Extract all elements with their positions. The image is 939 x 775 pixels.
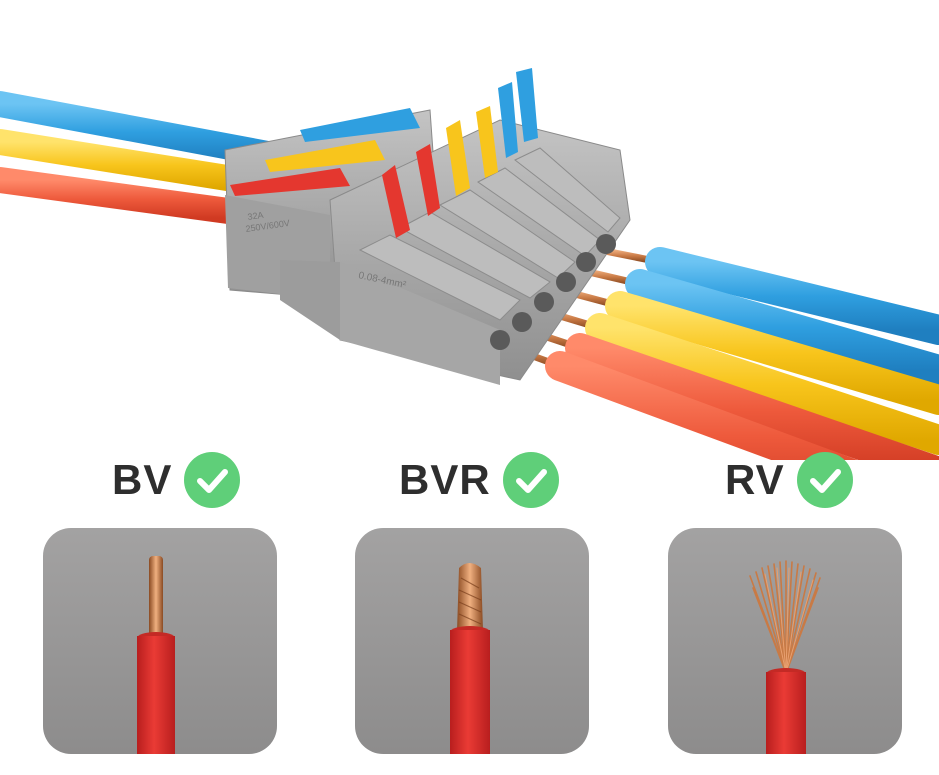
label-bv: BV	[112, 452, 241, 508]
label-bv-text: BV	[112, 456, 173, 503]
label-bvr-text: BVR	[399, 456, 491, 503]
check-circle-icon	[502, 452, 559, 508]
card-bvr-stranded-wire	[355, 528, 589, 754]
connector-right: 0.08-4mm²	[280, 68, 631, 385]
check-circle-icon	[796, 452, 853, 508]
label-rv: RV	[725, 452, 853, 508]
label-rv-text: RV	[725, 456, 785, 503]
connector-product-image: 32A 250V/600V 0.08-4mm²	[0, 68, 939, 460]
card-rv-flexible-wire	[668, 528, 902, 754]
rating-line1: 32A	[247, 210, 264, 222]
check-circle-icon	[184, 452, 241, 508]
label-bvr: BVR	[399, 452, 559, 508]
card-bv-solid-wire	[43, 528, 277, 754]
